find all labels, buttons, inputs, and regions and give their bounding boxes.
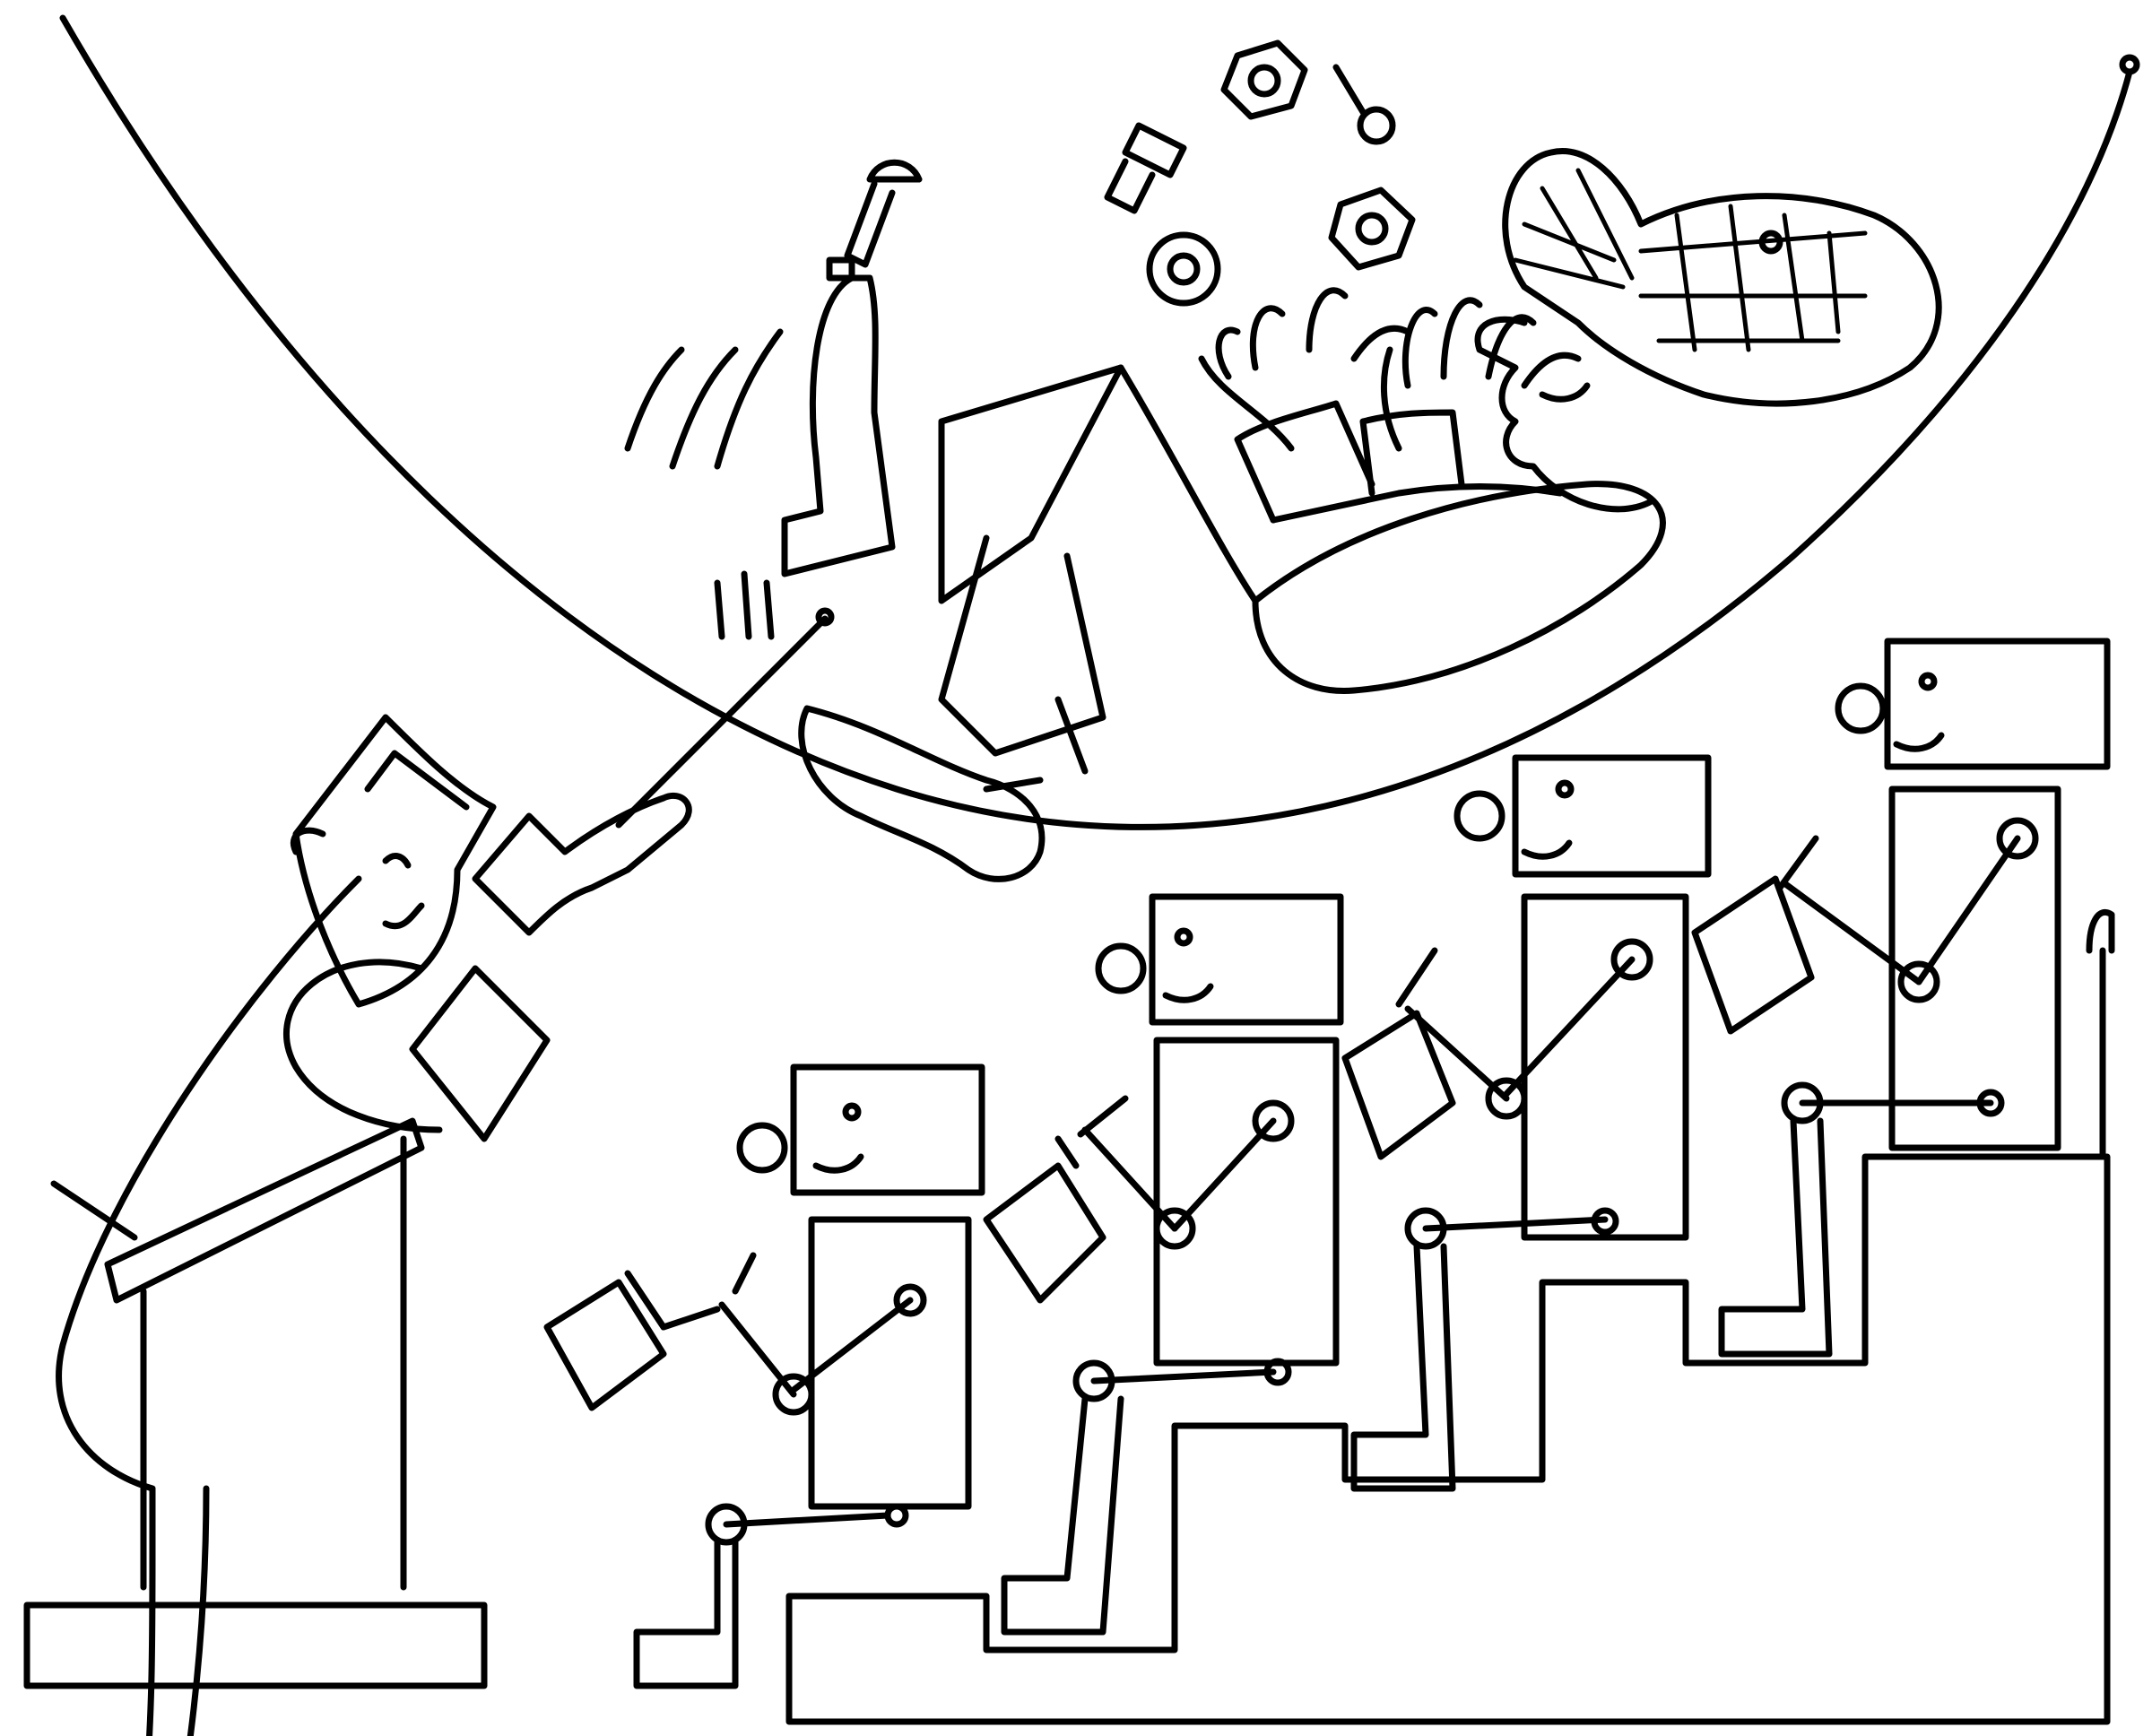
robot-smile <box>1893 732 1945 752</box>
nut-icon <box>1220 39 1308 120</box>
lecturer <box>23 607 835 1736</box>
robot-ear <box>1095 942 1147 994</box>
robot-thigh <box>1090 1368 1277 1384</box>
robot-head <box>1149 893 1344 1026</box>
robot-student-3 <box>1341 754 1712 1492</box>
auditorium-steps <box>785 1153 2111 1725</box>
robot-head <box>790 1063 985 1196</box>
right-hand <box>1381 297 1582 452</box>
podium-base <box>23 1601 488 1689</box>
robot-arm <box>1781 880 1922 985</box>
robot-arm <box>1503 956 1636 1098</box>
robot-arm <box>790 1297 914 1393</box>
lower-shoe <box>798 705 1046 882</box>
left-hand <box>1198 287 1411 452</box>
nut-hole <box>1247 64 1281 98</box>
nut-hole <box>1355 212 1389 246</box>
trousers <box>938 364 1124 604</box>
left-arm <box>1234 400 1375 524</box>
robot-thigh <box>723 1512 891 1528</box>
motion-lines <box>624 328 784 640</box>
lecturer-arm <box>472 792 692 936</box>
lecturer-head <box>292 714 497 1008</box>
robot-student-1 <box>543 1063 985 1689</box>
robot-body <box>1153 1037 1340 1367</box>
bolt-icon <box>844 159 923 268</box>
robot-notepad <box>983 1162 1106 1304</box>
robot-eye <box>1174 927 1193 947</box>
pointer-tip <box>815 607 835 627</box>
robot-arm <box>1081 1126 1178 1232</box>
robot-body <box>808 1216 972 1510</box>
plaid-cap <box>1502 148 1942 407</box>
robot-notepad <box>543 1279 667 1411</box>
bolt-icon <box>1332 64 1367 116</box>
robot-ear <box>1835 682 1887 734</box>
robot-eye <box>1555 779 1575 799</box>
bolt-icon <box>1104 122 1187 214</box>
hammock-rope <box>59 14 2133 830</box>
robot-student-2 <box>983 893 1344 1636</box>
robot-body <box>1888 786 2061 1151</box>
robot-head <box>1512 754 1712 878</box>
robot-notepad <box>1341 1010 1456 1160</box>
nut-icon <box>1328 187 1416 271</box>
robot-thigh <box>1422 1216 1609 1232</box>
robot-notepad <box>1691 875 1815 1035</box>
robot-ear <box>736 1122 788 1174</box>
robot-eye <box>1918 672 1938 691</box>
robot-ear <box>1453 790 1506 842</box>
rope-hook <box>2119 54 2140 75</box>
robot-body <box>1521 893 1689 1241</box>
raised-boot <box>781 274 896 577</box>
torso <box>1252 481 1666 694</box>
face <box>1474 316 1653 513</box>
robot-arm <box>718 1301 797 1398</box>
reclining-worker <box>781 148 1942 882</box>
pointer-stick <box>615 615 829 829</box>
bolt-head <box>1357 106 1396 145</box>
robot-student-4 <box>1691 638 2111 1358</box>
washer-icon <box>1146 231 1221 307</box>
robot-smile <box>812 1153 864 1174</box>
lecturer-body <box>56 875 362 1736</box>
washer-hole <box>1167 252 1201 286</box>
podium-lectern <box>104 1117 425 1304</box>
robot-smile <box>1162 983 1214 1003</box>
robot-arm <box>1915 835 2021 985</box>
right-arm <box>1359 409 1465 497</box>
robot-eye <box>842 1102 862 1122</box>
robot-smile <box>1521 839 1573 860</box>
lecturer-notebook <box>409 965 551 1142</box>
robot-arm <box>1171 1117 1277 1232</box>
flying-parts <box>844 39 1416 307</box>
robot-head <box>1884 638 2111 770</box>
